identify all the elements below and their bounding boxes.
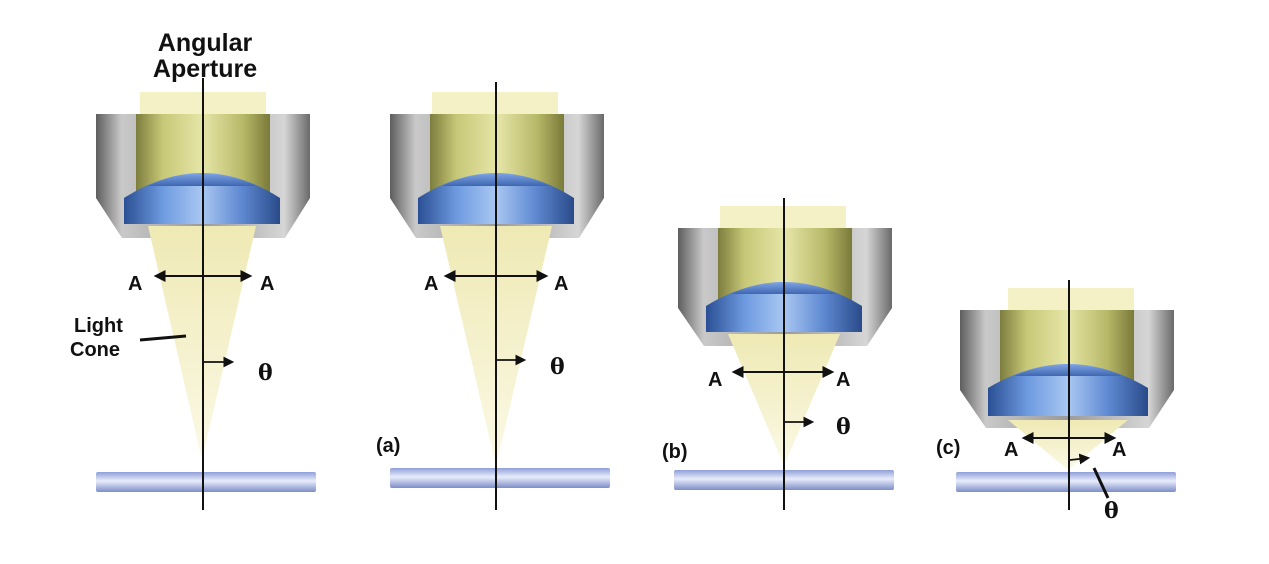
- light-cone-leader: [139, 334, 187, 342]
- angle-arrow: [1069, 453, 1091, 465]
- point-label-left: A: [1004, 439, 1018, 461]
- angle-symbol: θ: [258, 360, 273, 386]
- point-label-left: A: [128, 273, 142, 295]
- title-line-1: Angular: [157, 29, 253, 57]
- angle-symbol: θ: [836, 414, 851, 440]
- angle-leader: [1092, 467, 1110, 499]
- panel-c: A A θ (c): [936, 280, 1176, 524]
- panel-a: A A θ (a): [376, 82, 610, 510]
- title-line-2: Aperture: [152, 55, 258, 83]
- panel-tag: (b): [662, 441, 688, 463]
- angle-symbol: θ: [550, 354, 565, 380]
- point-label-right: A: [260, 273, 274, 295]
- panel-b: A A θ (b): [662, 198, 894, 510]
- angle-symbol: θ: [1104, 498, 1119, 524]
- diagram-title: Angular Aperture: [110, 30, 300, 82]
- top-glass-column: [1008, 288, 1134, 312]
- point-label-left: A: [424, 273, 438, 295]
- panel-reference: A A θ Light Cone: [70, 78, 316, 510]
- panel-tag: (a): [376, 435, 400, 457]
- specimen-slide: [390, 468, 610, 488]
- point-label-right: A: [836, 369, 850, 391]
- point-label-right: A: [1112, 439, 1126, 461]
- point-label-left: A: [708, 369, 722, 391]
- specimen-slide: [96, 472, 316, 492]
- point-label-right: A: [554, 273, 568, 295]
- specimen-slide: [956, 472, 1176, 492]
- panel-tag: (c): [936, 437, 960, 459]
- light-cone-label-line1: Light: [74, 315, 123, 337]
- light-cone-label-line2: Cone: [70, 339, 120, 361]
